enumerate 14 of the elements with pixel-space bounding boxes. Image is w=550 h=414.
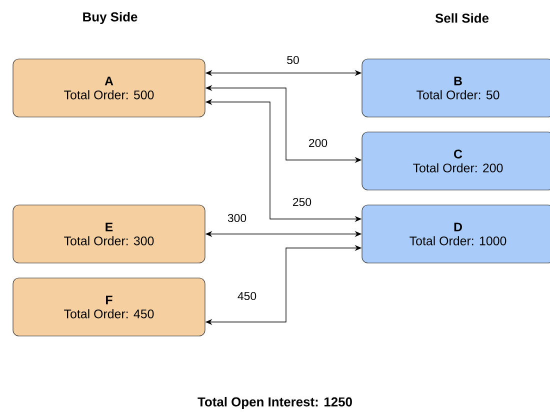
order-box: C Total Order: 200 xyxy=(362,132,550,190)
edge-label: 50 xyxy=(286,54,300,66)
column-heading: Sell Side xyxy=(435,13,489,23)
column-heading: Buy Side xyxy=(83,12,138,24)
order-box: A Total Order: 500 xyxy=(12,58,206,118)
order-box: B Total Order: 50 xyxy=(362,58,550,118)
edge-label: 300 xyxy=(226,212,248,224)
caption: Total Open Interest: 1250 xyxy=(198,396,352,410)
order-box: E Total Order: 300 xyxy=(12,204,206,264)
edge-label: 200 xyxy=(307,138,329,148)
order-box: D Total Order: 1000 xyxy=(362,204,550,264)
edge-label: 450 xyxy=(236,290,258,302)
edge-label: 250 xyxy=(291,196,313,208)
order-box: F Total Order: 450 xyxy=(12,278,206,336)
